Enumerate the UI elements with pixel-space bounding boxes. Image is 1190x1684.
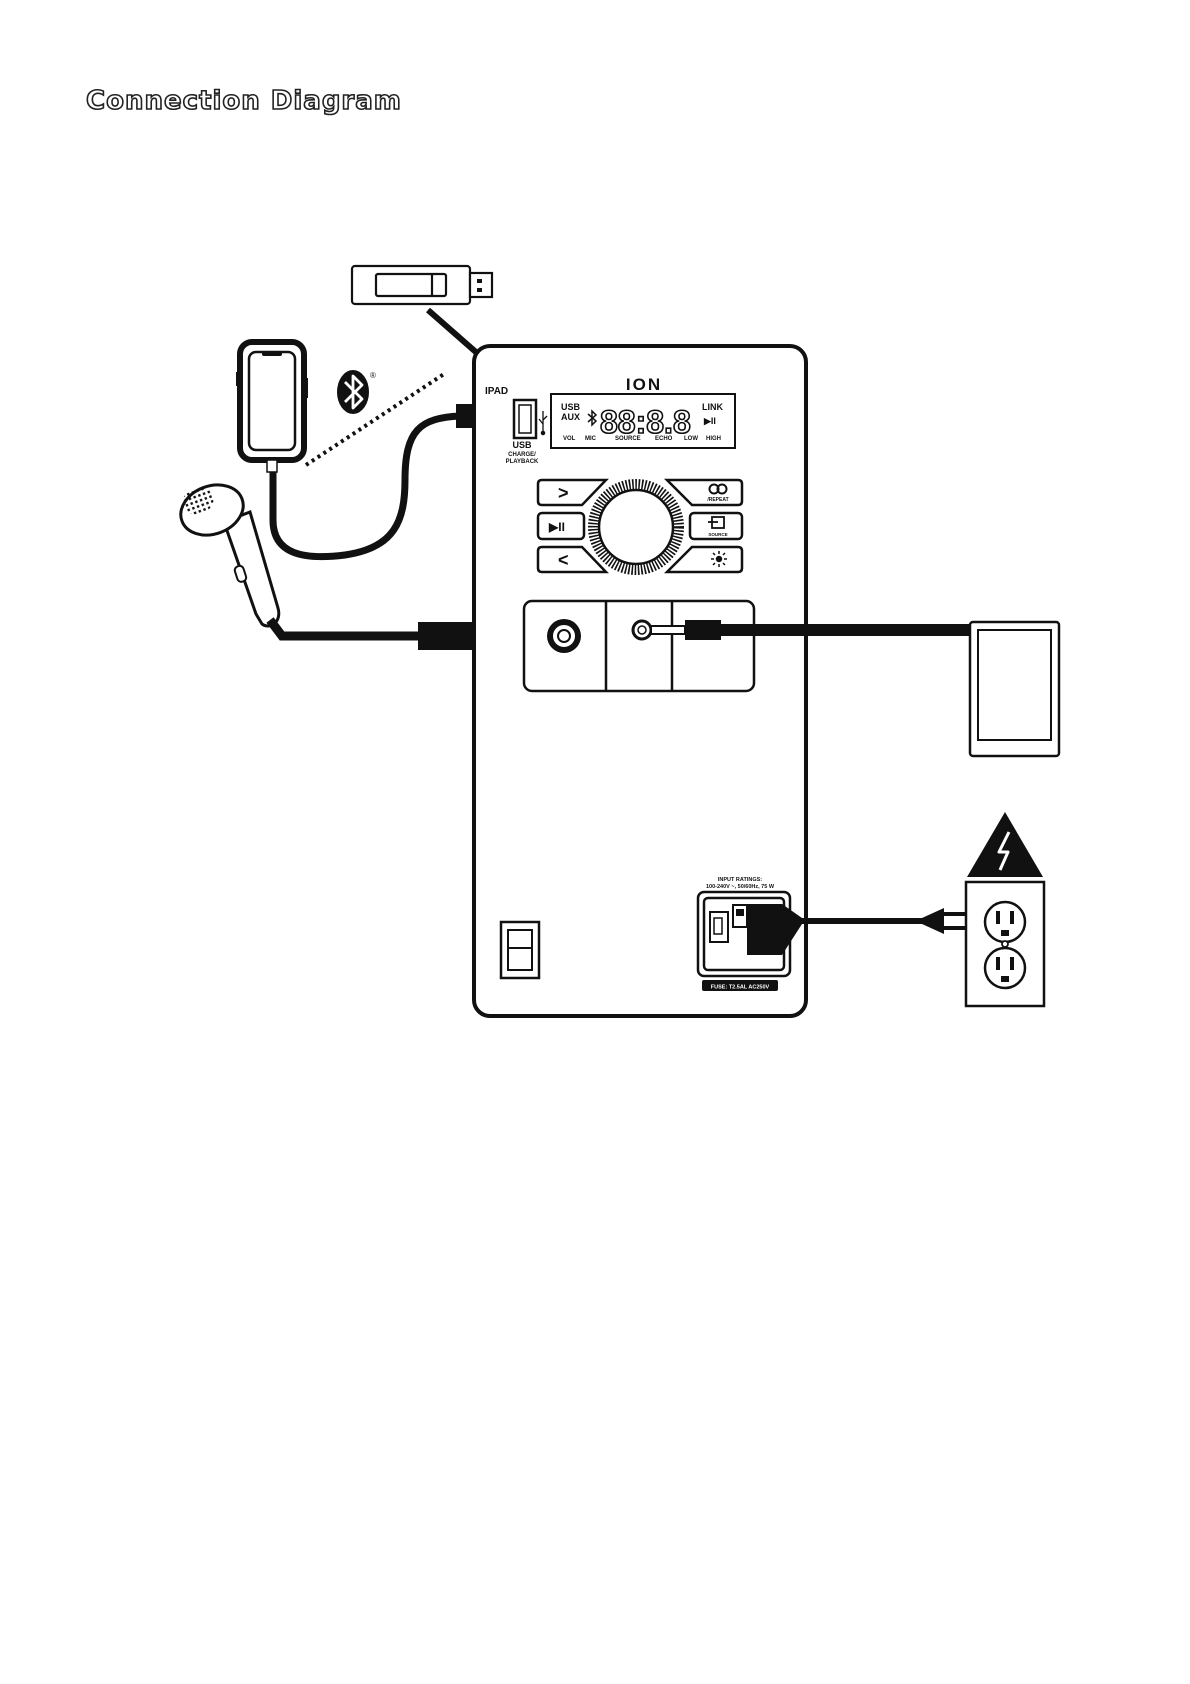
repeat-sublabel: /REPEAT <box>707 497 728 503</box>
source-sublabel: SOURCE <box>708 532 727 537</box>
usb-port-sublabel-1: CHARGE/ <box>508 452 536 458</box>
display-link: LINK <box>702 402 723 412</box>
registered-mark: ® <box>370 371 376 380</box>
display-usb: USB <box>561 402 581 412</box>
tablet-icon <box>970 622 1059 756</box>
ipad-port-label: IPAD <box>485 386 508 397</box>
wireless-link-line <box>306 374 444 465</box>
play-pause-button[interactable]: ▶II <box>538 513 584 539</box>
input-ratings-value: 100-240V ~, 50/60Hz, 75 W <box>706 884 775 890</box>
next-button-label: > <box>558 483 569 503</box>
power-cable <box>747 904 974 955</box>
source-button[interactable]: SOURCE <box>690 513 742 539</box>
display-label-vol: VOL <box>563 436 576 442</box>
volume-knob[interactable] <box>593 484 679 570</box>
input-ratings-title: INPUT RATINGS: <box>718 877 762 883</box>
smartphone-icon <box>236 342 308 472</box>
display-label-source: SOURCE <box>615 436 641 442</box>
lcd-display: USB AUX 88:8.8 LINK ▶II VOL MIC SOURCE E… <box>551 394 735 448</box>
usb-flash-drive-icon <box>352 266 492 304</box>
brand-logo: ION <box>626 375 662 394</box>
display-label-low: LOW <box>684 436 698 442</box>
play-pause-label: ▶II <box>548 520 565 534</box>
microphone-icon <box>174 477 279 627</box>
display-label-mic: MIC <box>585 436 597 442</box>
display-play: ▶II <box>703 416 716 426</box>
previous-button-label: < <box>558 550 569 570</box>
electrical-warning-icon <box>967 812 1043 877</box>
display-label-high: HIGH <box>706 436 721 442</box>
usb-port-sublabel-2: PLAYBACK <box>506 459 539 465</box>
bluetooth-icon: ® <box>337 370 376 414</box>
fuse-rating: FUSE: T2.5AL AC250V <box>711 985 770 991</box>
power-switch[interactable] <box>501 922 539 978</box>
mic-input-jack[interactable] <box>547 619 581 653</box>
aux-cable <box>651 620 970 640</box>
display-digits: 88:8.8 <box>600 404 691 440</box>
display-aux: AUX <box>561 412 580 422</box>
usb-port-label: USB <box>512 440 532 450</box>
light-icon <box>711 551 727 567</box>
display-label-echo: ECHO <box>655 436 673 442</box>
wall-outlet-icon <box>966 882 1044 1006</box>
aux-input-jack[interactable] <box>633 621 651 639</box>
